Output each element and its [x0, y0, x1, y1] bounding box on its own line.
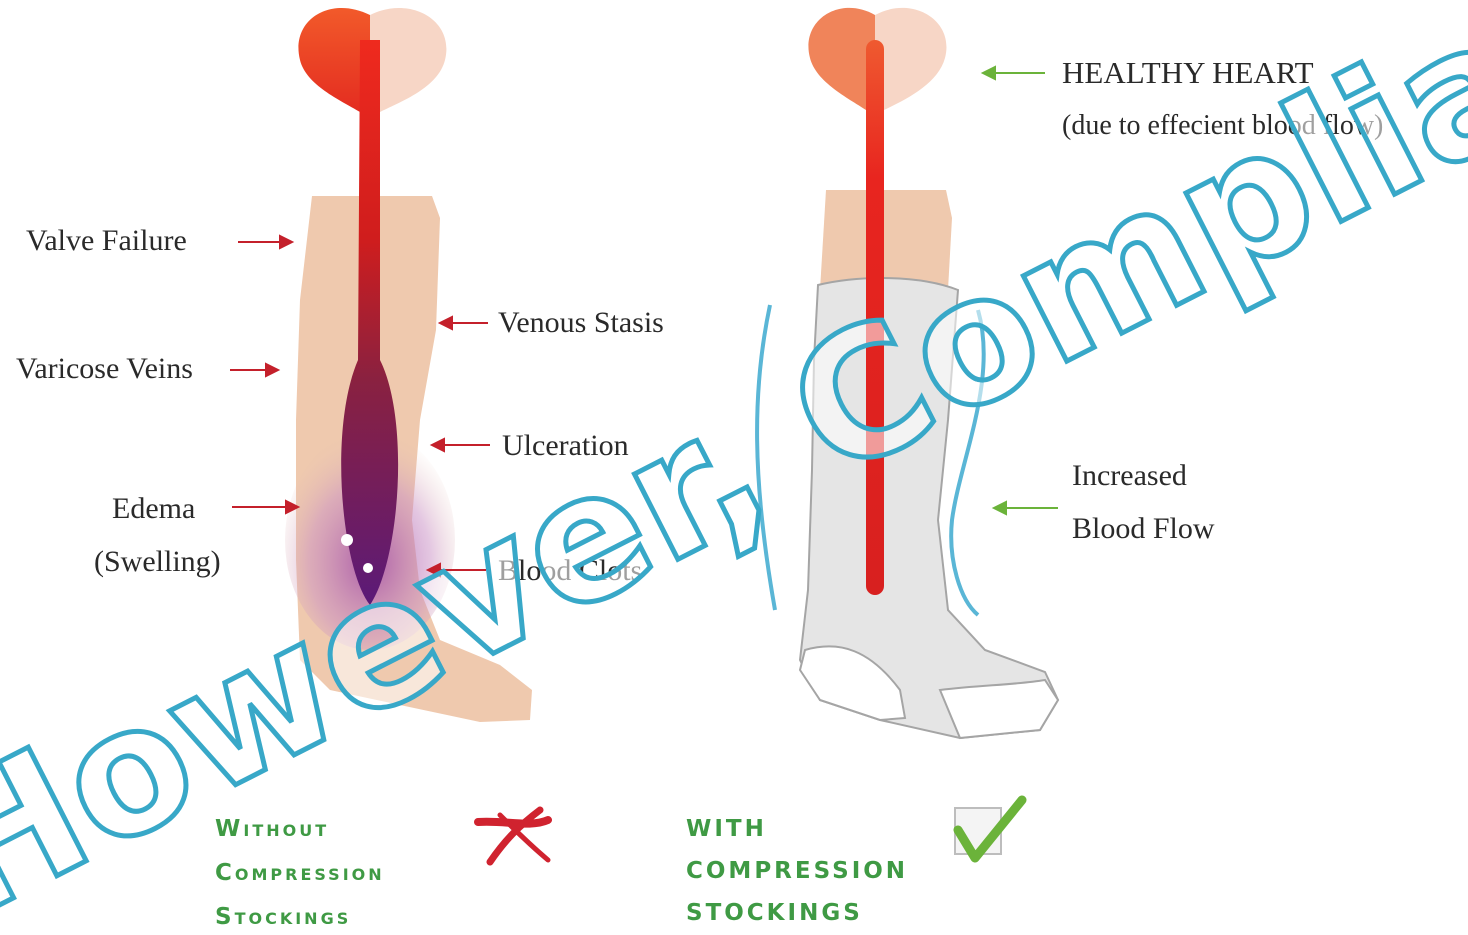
label-healthy-heart: HEALTHY HEART	[1062, 57, 1314, 88]
label-ulceration: Ulceration	[502, 431, 629, 461]
left-heart-icon	[298, 8, 370, 118]
right-leg-figure	[757, 8, 1058, 738]
label-edema: Edema	[112, 494, 195, 524]
label-valve-failure: Valve Failure	[26, 226, 187, 256]
caption-with-line1: WITH	[686, 818, 767, 841]
caption-without-line1: Without	[215, 818, 329, 841]
caption-with-line2: COMPRESSION	[686, 860, 908, 883]
caption-with-line3: STOCKINGS	[686, 902, 863, 925]
check-icon	[955, 800, 1022, 858]
label-varicose-veins: Varicose Veins	[16, 354, 193, 384]
caption-without-line2: Compression	[215, 862, 385, 885]
label-venous-stasis: Venous Stasis	[498, 308, 664, 338]
label-swelling: (Swelling)	[94, 547, 221, 577]
label-blood-clots: Blood Clots	[498, 556, 642, 586]
label-due-to: (due to effecient blood flow)	[1062, 112, 1383, 140]
cross-icon	[478, 810, 548, 862]
right-heart-icon	[808, 8, 875, 116]
label-blood-flow: Blood Flow	[1072, 514, 1215, 544]
caption-without-line3: Stockings	[215, 906, 351, 929]
right-vein-shape	[866, 40, 884, 595]
label-increased: Increased	[1072, 461, 1187, 491]
left-leg-figure	[230, 8, 532, 722]
